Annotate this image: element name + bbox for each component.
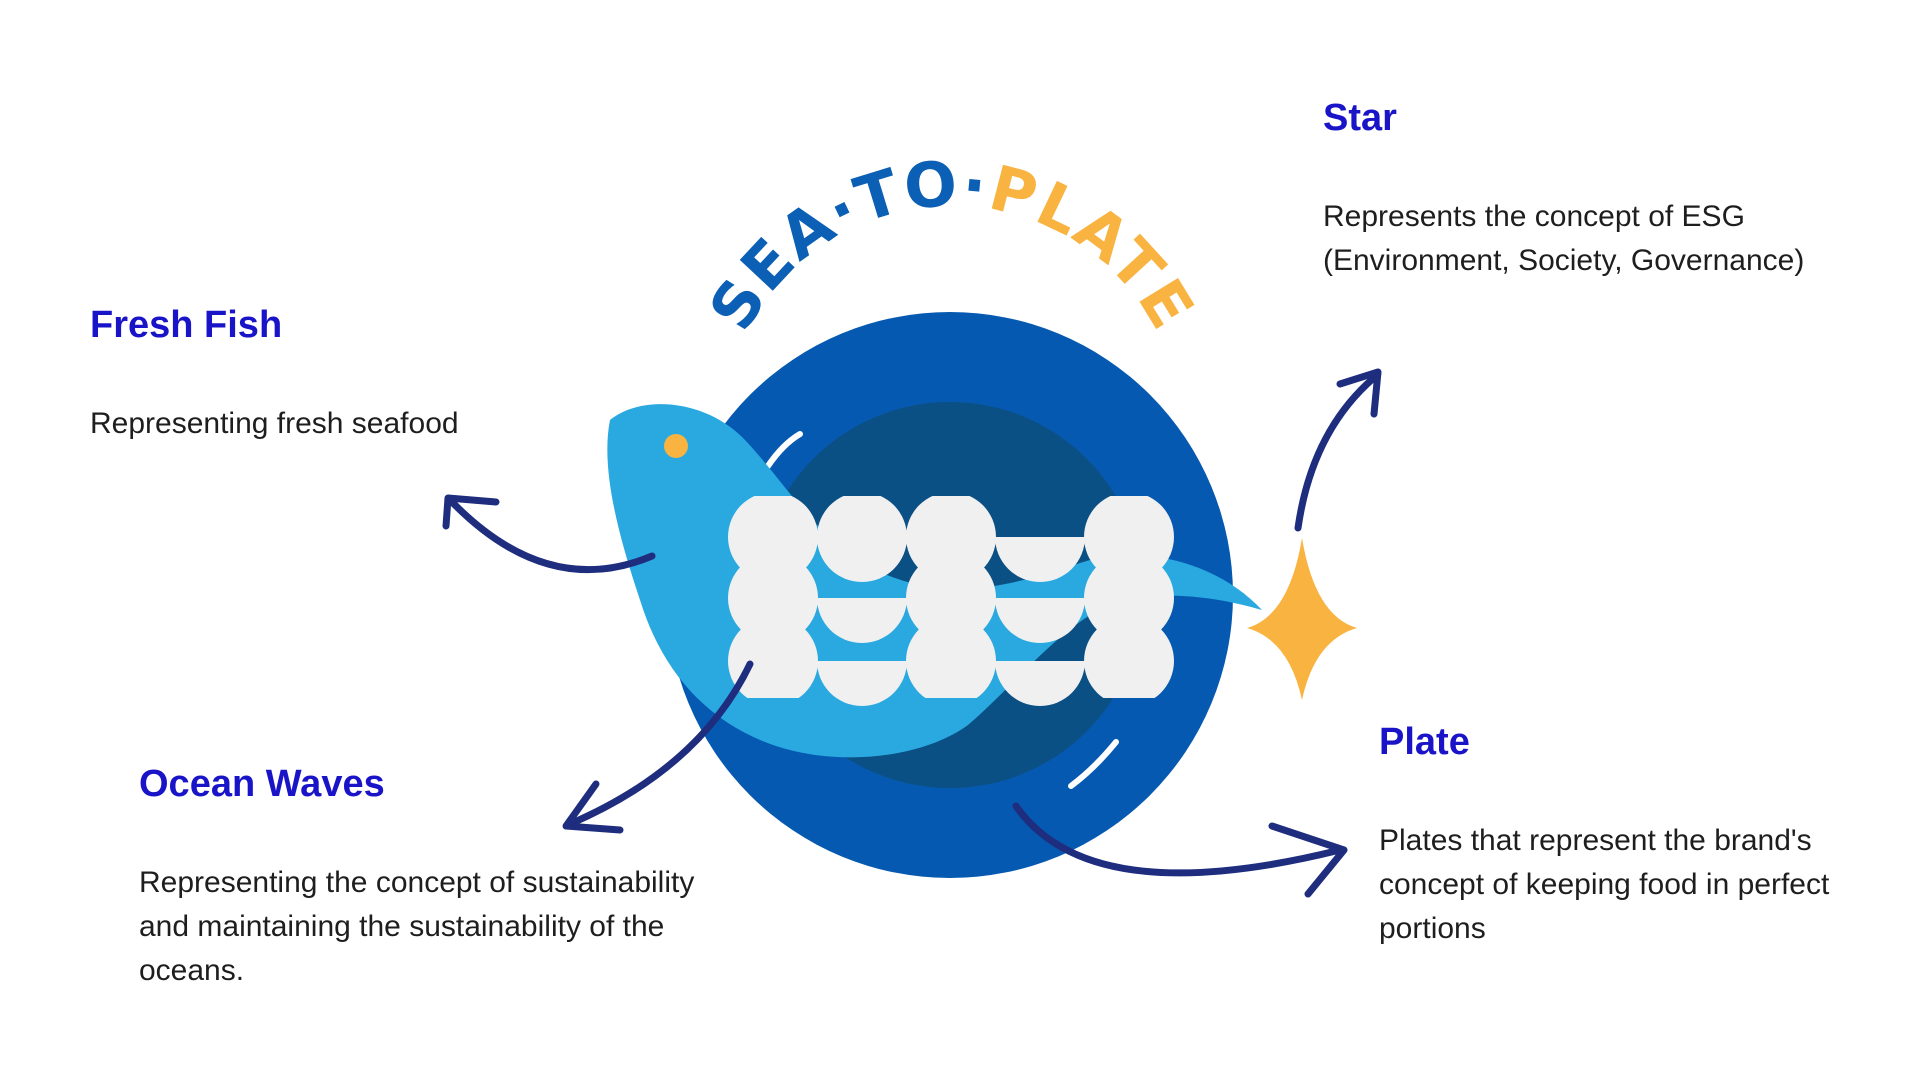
ocean-waves-annotation: Ocean Waves Representing the concept of … xyxy=(139,765,699,993)
fresh-fish-annotation: Fresh Fish Representing fresh seafood xyxy=(90,306,610,446)
plate-icon xyxy=(667,312,1233,878)
fresh-fish-title: Fresh Fish xyxy=(90,304,283,346)
ocean-waves-icon xyxy=(728,496,1174,706)
brand-wordmark: SEA·TO·PLATE xyxy=(695,147,1209,343)
arrow-to-plate xyxy=(1012,802,1348,898)
brand-part-sea-to: SEA·TO· xyxy=(695,147,992,343)
fresh-fish-description: Representing fresh seafood xyxy=(90,407,459,440)
arrow-to-star xyxy=(1294,368,1382,532)
brand-part-plate: PLATE xyxy=(983,151,1210,342)
plate-description: Plates that represent the brand's concep… xyxy=(1379,824,1830,945)
arrow-to-fresh-fish xyxy=(442,494,656,574)
plate-title: Plate xyxy=(1379,721,1470,763)
star-description: Represents the concept of ESG (Environme… xyxy=(1323,200,1805,277)
star-annotation: Star Represents the concept of ESG (Envi… xyxy=(1323,99,1863,283)
star-title: Star xyxy=(1323,97,1397,139)
ocean-waves-title: Ocean Waves xyxy=(139,763,385,805)
ocean-waves-description: Representing the concept of sustainabili… xyxy=(139,866,695,987)
plate-annotation: Plate Plates that represent the brand's … xyxy=(1379,723,1859,951)
fish-icon xyxy=(607,404,1262,758)
star-icon xyxy=(1247,538,1357,700)
